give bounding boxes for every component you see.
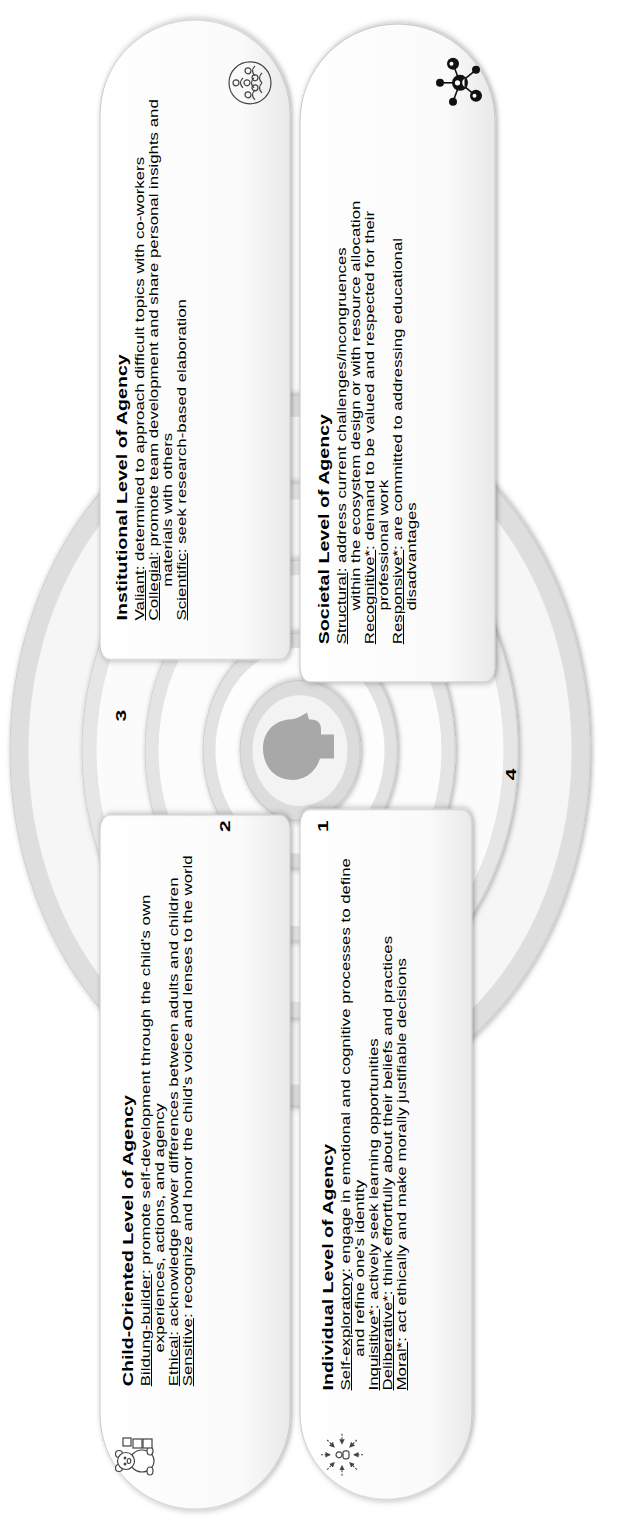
item-description: : address current challenges/incongruenc…	[335, 201, 363, 611]
item-description: : seek research-based elaboration	[175, 299, 189, 553]
panel-text: Institutional Level of AgencyValiant: de…	[100, 20, 201, 660]
level-panel: Child-Oriented Level of AgencyBildung-bu…	[100, 815, 290, 1509]
panel-text: Individual Level of AgencySelf-explorato…	[300, 809, 421, 1499]
panel-text: Societal Level of AgencyStructural: addr…	[300, 24, 431, 682]
item-keyword: Scientific	[175, 553, 189, 620]
panel-icon	[229, 62, 271, 104]
item-description: : recognize and honor the child's voice …	[181, 855, 195, 1318]
item-description: : determined to approach difficult topic…	[133, 157, 147, 570]
panel-heading: Societal Level of Agency	[316, 200, 333, 644]
item-keyword: Sensitive	[181, 1318, 195, 1386]
item-description: : act ethically and make morally justifi…	[395, 958, 409, 1342]
item-keyword: Deliberative*	[381, 1295, 395, 1390]
agency-item: Deliberative*: think effortfully about t…	[381, 851, 395, 1390]
level-number: 1	[314, 820, 331, 832]
head-silhouette	[263, 713, 334, 780]
panel-heading: Institutional Level of Agency	[114, 39, 131, 620]
agency-item: Structural: address current challenges/i…	[335, 200, 363, 644]
agency-item: Moral*: act ethically and make morally j…	[395, 851, 409, 1390]
agency-item: Sensitive: recognize and honor the child…	[181, 829, 195, 1386]
level-panel: Individual Level of AgencySelf-explorato…	[300, 809, 472, 1499]
level-number: 3	[112, 710, 129, 722]
item-description: : actively seek learning opportunities	[367, 1038, 381, 1309]
item-description: : promote team development and share per…	[147, 99, 175, 587]
level-panel: Institutional Level of AgencyValiant: de…	[100, 20, 290, 660]
item-keyword: Self-exploratory	[339, 1273, 353, 1391]
item-keyword: Structural	[335, 572, 349, 644]
panel-heading: Individual Level of Agency	[320, 851, 337, 1390]
panel-heading: Child-Oriented Level of Agency	[120, 829, 137, 1386]
panel-outline	[300, 809, 472, 1499]
level-number: 2	[216, 820, 233, 832]
panel-text: Child-Oriented Level of AgencyBildung-bu…	[100, 815, 207, 1509]
item-keyword: Collegial	[147, 556, 161, 620]
level-panel: Societal Level of AgencyStructural: addr…	[300, 24, 495, 682]
item-keyword: Responsive*	[391, 550, 405, 644]
panel-icon	[436, 58, 482, 106]
item-description: : think effortfully about their beliefs …	[381, 936, 395, 1295]
item-keyword: Moral*	[395, 1342, 409, 1391]
panel-outline	[100, 815, 290, 1509]
agency-item: Ethical: acknowledge power differences b…	[167, 829, 181, 1386]
item-description: : acknowledge power differences between …	[167, 877, 181, 1335]
item-keyword: Ethical	[167, 1336, 181, 1386]
panel-icon	[116, 1438, 155, 1475]
item-keyword: Bildung-builder	[139, 1274, 153, 1386]
panel-outline	[100, 20, 290, 660]
panel-outline	[300, 24, 495, 682]
agency-item: Bildung-builder: promote self-developmen…	[139, 829, 167, 1386]
agency-item: Responsive*: are committed to addressing…	[391, 200, 419, 644]
agency-item: Collegial: promote team development and …	[147, 39, 175, 620]
agency-item: Inquisitive*: actively seek learning opp…	[367, 851, 381, 1390]
item-keyword: Valiant	[133, 570, 147, 620]
item-keyword: Inquisitive*	[367, 1309, 381, 1390]
panel-icon	[321, 1434, 363, 1476]
item-keyword: Recognitive*	[363, 550, 377, 644]
agency-item: Recognitive*: demand to be valued and re…	[363, 200, 391, 644]
level-number: 4	[502, 769, 519, 781]
agency-item: Scientific: seek research-based elaborat…	[175, 39, 189, 620]
agency-item: Self-exploratory: engage in emotional an…	[339, 851, 367, 1390]
agency-item: Valiant: determined to approach difficul…	[133, 39, 147, 620]
